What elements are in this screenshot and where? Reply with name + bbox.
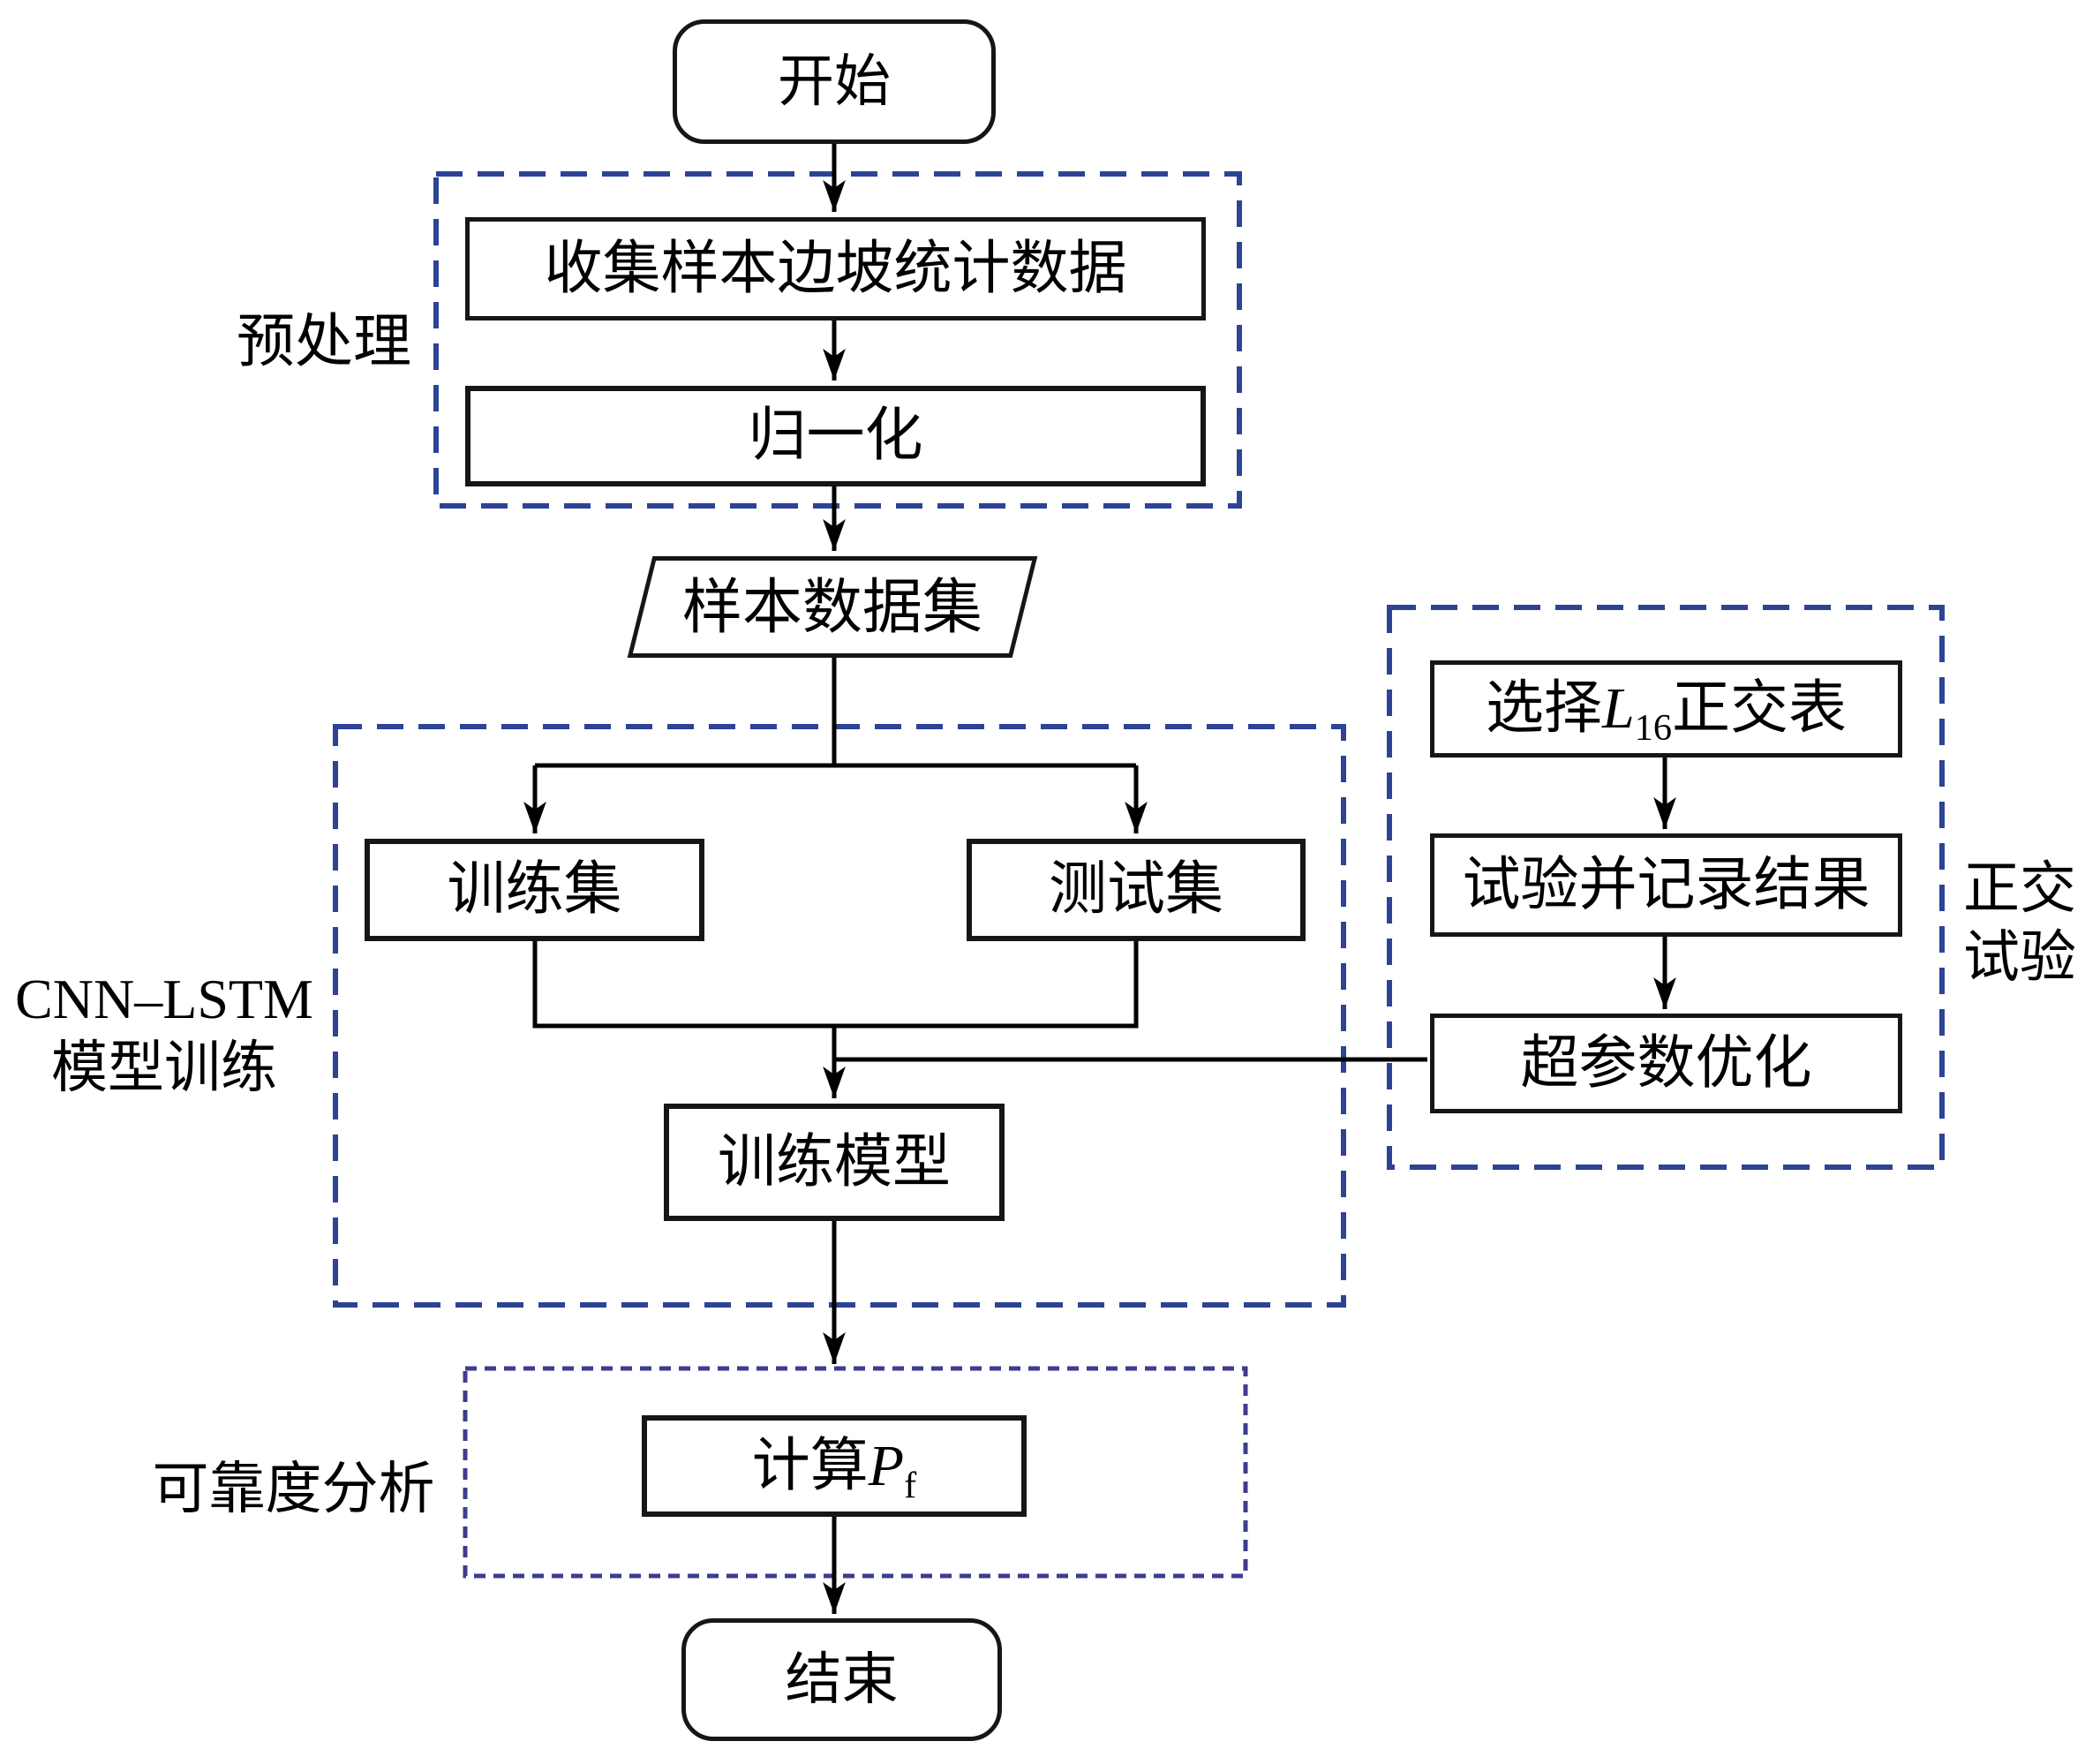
node-train-set: 训练集 bbox=[365, 839, 704, 941]
node-collect-data-label: 收集样本边坡统计数据 bbox=[544, 236, 1127, 301]
group-label-orthogonal: 正交试验 bbox=[1958, 855, 2081, 992]
select-l16-suffix: 正交表 bbox=[1671, 676, 1847, 741]
node-hyperparam-optimize-label: 超参数优化 bbox=[1520, 1030, 1812, 1096]
node-select-l16-table: 选择L16正交表 bbox=[1430, 660, 1902, 758]
connector-dataset-split bbox=[535, 658, 1136, 768]
node-test-set-label: 测试集 bbox=[1049, 857, 1223, 922]
node-calc-pf: 计算Pf bbox=[642, 1415, 1027, 1517]
node-experiment-record-label: 试验并记录结果 bbox=[1462, 852, 1870, 917]
node-end: 结束 bbox=[681, 1618, 1002, 1741]
group-label-orthogonal-line1: 正交 bbox=[1963, 857, 2076, 920]
select-l16-subscript: 16 bbox=[1634, 707, 1672, 750]
node-experiment-record: 试验并记录结果 bbox=[1430, 833, 1902, 937]
group-frame-cnn-lstm bbox=[333, 724, 1346, 1308]
group-frame-reliability bbox=[463, 1366, 1248, 1579]
group-label-cnn-lstm-line1: CNN–LSTM bbox=[15, 968, 313, 1030]
node-train-model: 训练模型 bbox=[664, 1104, 1005, 1221]
node-start: 开始 bbox=[673, 19, 996, 144]
node-normalize: 归一化 bbox=[465, 386, 1206, 486]
node-end-label: 结束 bbox=[785, 1647, 899, 1711]
node-collect-data: 收集样本边坡统计数据 bbox=[465, 217, 1206, 320]
node-sample-dataset: 样本数据集 bbox=[627, 556, 1038, 658]
calc-pf-subscript: f bbox=[904, 1464, 917, 1506]
calc-pf-prefix: 计算 bbox=[751, 1433, 869, 1498]
node-normalize-label: 归一化 bbox=[748, 403, 923, 468]
node-hyperparam-optimize: 超参数优化 bbox=[1430, 1014, 1902, 1113]
group-label-cnn-lstm-line2: 模型训练 bbox=[51, 1037, 277, 1100]
select-l16-variable: L bbox=[1602, 676, 1635, 741]
node-train-model-label: 训练模型 bbox=[718, 1129, 951, 1195]
node-start-label: 开始 bbox=[778, 49, 891, 113]
calc-pf-variable: P bbox=[868, 1433, 905, 1498]
group-label-orthogonal-line2: 试验 bbox=[1963, 926, 2076, 990]
select-l16-prefix: 选择 bbox=[1486, 676, 1603, 741]
node-train-set-label: 训练集 bbox=[447, 857, 622, 922]
group-frame-preprocess bbox=[433, 171, 1242, 509]
node-test-set: 测试集 bbox=[967, 839, 1306, 941]
group-label-reliability: 可靠度分析 bbox=[152, 1458, 435, 1520]
node-sample-dataset-label: 样本数据集 bbox=[681, 573, 982, 641]
connector-merge-sets bbox=[532, 941, 1139, 1029]
group-label-cnn-lstm: CNN–LSTM 模型训练 bbox=[0, 965, 328, 1103]
node-select-l16-table-label: 选择L16正交表 bbox=[1486, 680, 1847, 747]
group-frame-orthogonal bbox=[1387, 605, 1945, 1170]
node-calc-pf-label: 计算Pf bbox=[751, 1433, 916, 1504]
group-label-preprocess: 预处理 bbox=[237, 310, 411, 374]
